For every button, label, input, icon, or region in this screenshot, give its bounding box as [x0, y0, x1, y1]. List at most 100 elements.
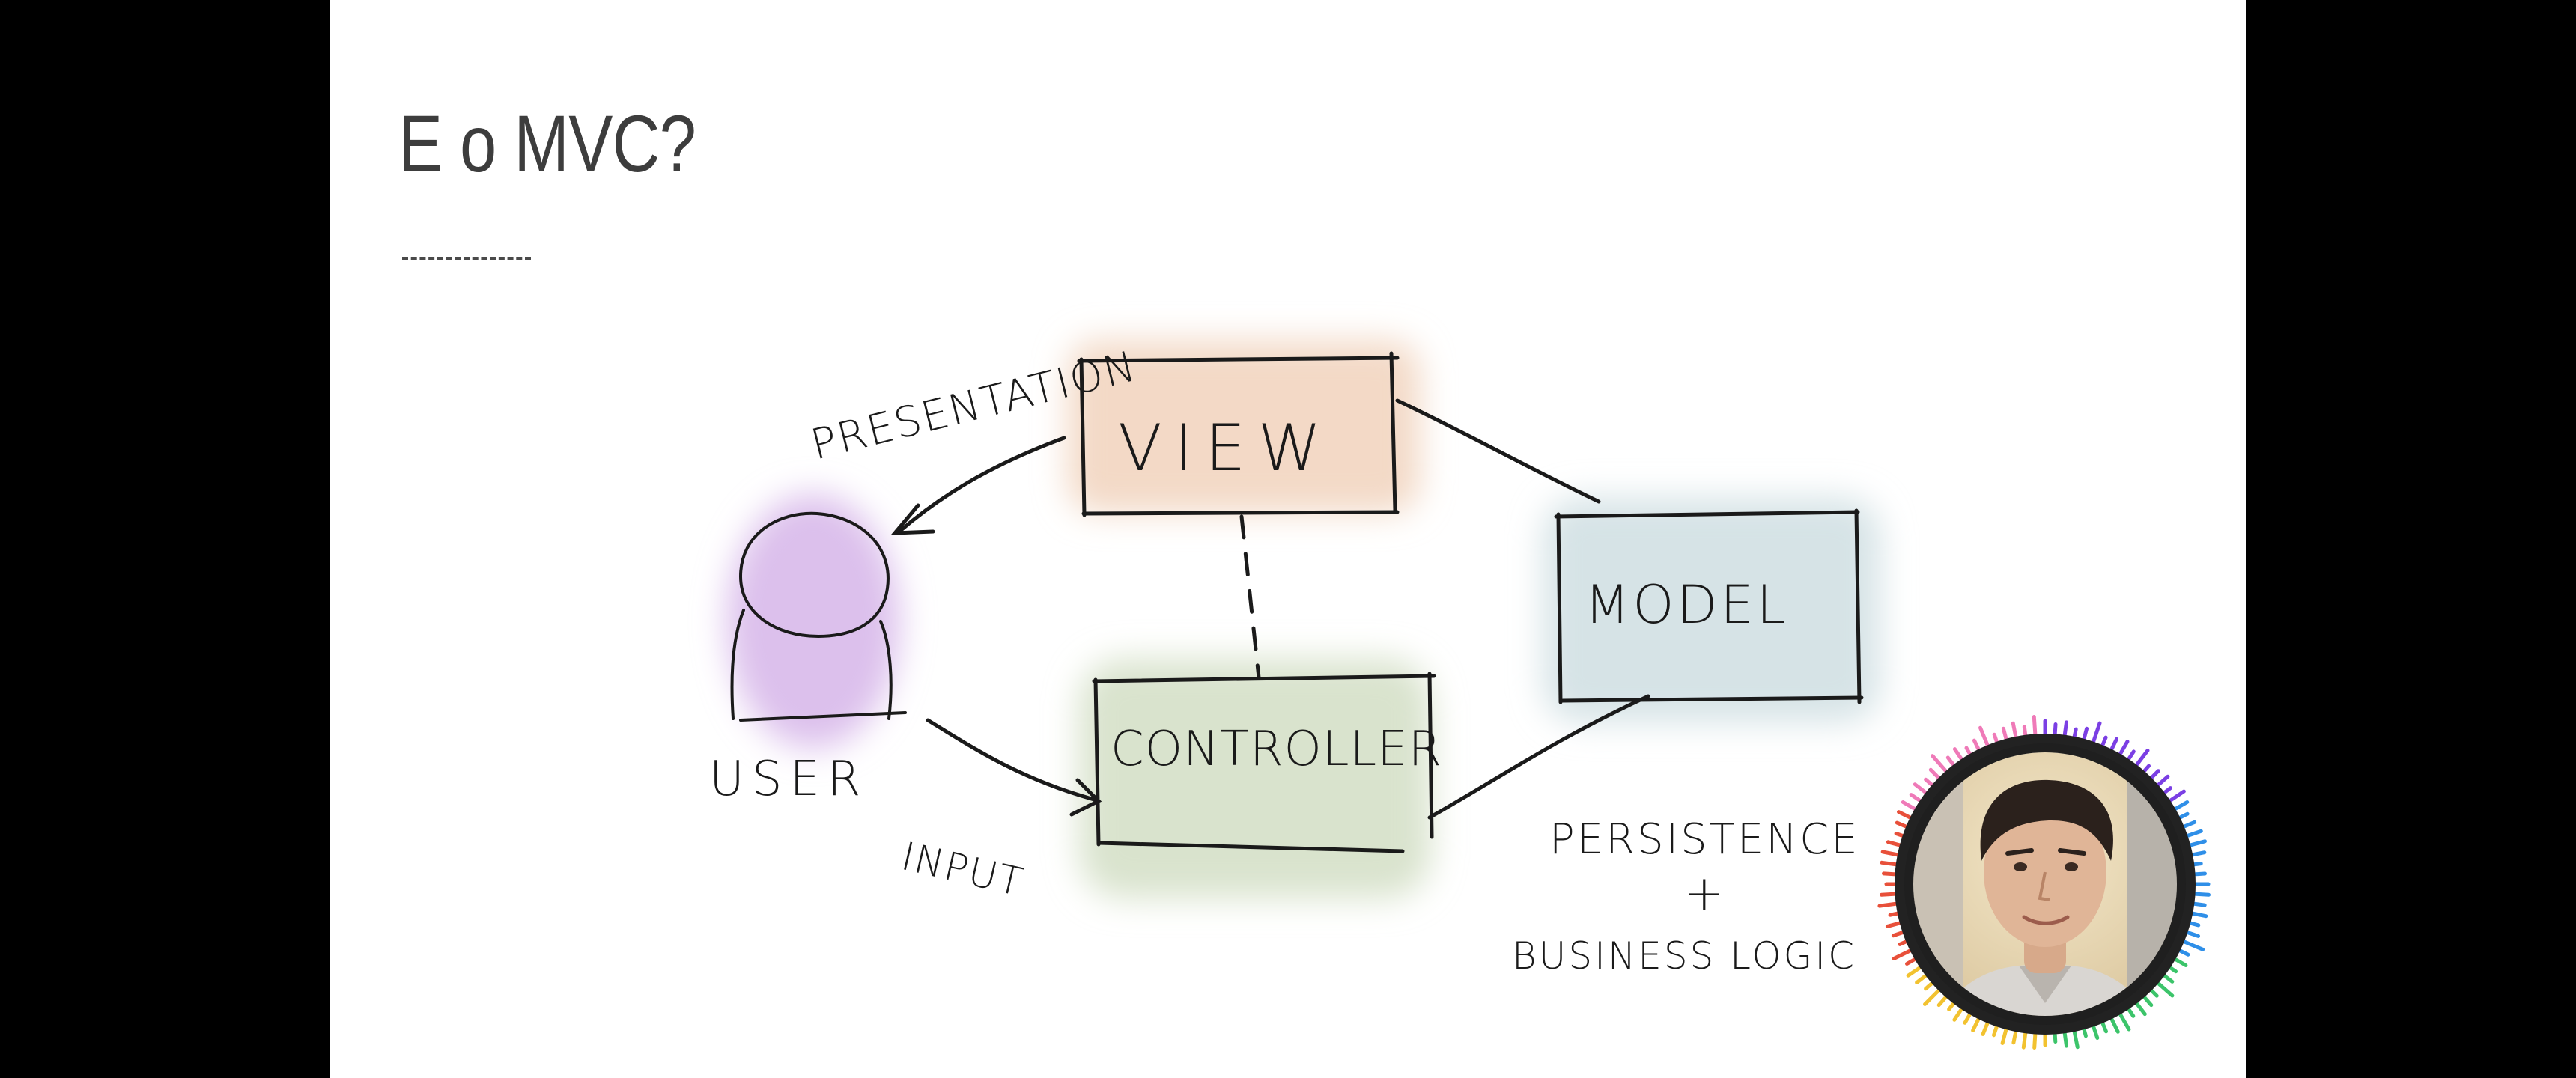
visualizer-tick	[2191, 862, 2203, 867]
visualizer-tick	[1992, 732, 1999, 745]
user-wash	[727, 494, 899, 749]
visualizer-tick	[2177, 948, 2190, 957]
controller-label: CONTROLLER	[1111, 722, 1442, 777]
visualizer-tick	[2082, 726, 2089, 742]
visualizer-tick	[1947, 1001, 1956, 1011]
visualizer-tick	[2072, 1029, 2080, 1050]
visualizer-tick	[1895, 820, 1909, 829]
visualizer-tick	[2155, 774, 2170, 788]
slide: E o MVC?	[330, 0, 2246, 1078]
visualizer-tick	[1924, 777, 1935, 788]
visualizer-tick	[1906, 965, 1923, 978]
visualizer-tick	[1971, 1016, 1981, 1032]
visualizer-tick	[1931, 754, 1948, 774]
visualizer-tick	[1880, 850, 1901, 857]
visualizer-tick	[1923, 987, 1942, 1006]
visualizer-tick	[2062, 1030, 2068, 1048]
visualizer-tick	[1892, 948, 1913, 960]
model-node	[1554, 508, 1864, 704]
visualizer-tick	[2100, 1020, 2108, 1034]
visualizer-tick	[2000, 1026, 2008, 1045]
plus-label: +	[1684, 866, 1725, 922]
model-wash	[1543, 498, 1880, 722]
presentation-arrow	[897, 436, 1066, 534]
input-arrow	[926, 718, 1096, 802]
slide-title: E o MVC?	[398, 98, 696, 189]
visualizer-tick	[2191, 901, 2207, 907]
visualizer-tick	[1891, 930, 1906, 938]
visualizer-tick	[1880, 860, 1899, 867]
visualizer-tick	[2091, 721, 2102, 745]
visualizer-tick	[2100, 735, 2108, 748]
visualizer-tick	[2011, 1029, 2018, 1045]
visualizer-tick	[1945, 755, 1956, 767]
visualizer-tick	[2072, 727, 2078, 740]
persistence-label: PERSISTENCE	[1549, 815, 1860, 864]
audio-visualizer-ring	[1877, 715, 2211, 1050]
title-divider	[402, 257, 531, 260]
visualizer-tick	[2190, 911, 2208, 919]
visualizer-tick	[2011, 721, 2018, 740]
visualizer-tick	[1936, 994, 1948, 1008]
visualizer-tick	[1915, 973, 1928, 984]
view-node	[1077, 351, 1400, 517]
visualizer-tick	[1981, 1020, 1990, 1036]
visualizer-tick	[2177, 811, 2190, 820]
connectors	[890, 398, 1650, 820]
visualizer-tick	[2193, 892, 2211, 897]
visualizer-tick	[2126, 1006, 2136, 1018]
visualizer-tick	[2162, 786, 2172, 795]
input-arrowhead	[1069, 778, 1102, 817]
visualizer-tick	[1964, 746, 1972, 757]
mvc-diagram: VIEW MODEL CONTROLLER	[709, 341, 2211, 1050]
visualizer-tick	[2118, 740, 2130, 757]
visualizer-tick	[2155, 981, 2175, 998]
visualizer-tick	[2053, 1032, 2058, 1044]
visualizer-tick	[2142, 994, 2154, 1008]
visualizer-tick	[2134, 749, 2150, 767]
visualizer-tick	[1952, 1006, 1964, 1022]
visualizer-tick	[2181, 820, 2197, 829]
visualizer-tick	[1913, 782, 1928, 795]
visualizer-tick	[1963, 1011, 1972, 1025]
visualizer-tick	[2022, 725, 2028, 738]
visualizer-tick	[1901, 800, 1918, 811]
visualizer-tick	[1928, 767, 1942, 781]
visualizer-tick	[2172, 957, 2188, 967]
visualizer-tick	[2187, 839, 2207, 847]
visualizer-tick	[2184, 829, 2203, 838]
input-label: INPUT	[897, 834, 1028, 906]
visualizer-tick	[2118, 1011, 2131, 1032]
visualizer-tick	[2001, 726, 2008, 742]
visualizer-tick	[1952, 747, 1964, 762]
visualizer-tick	[1894, 832, 1906, 838]
visualizer-tick	[1880, 892, 1898, 897]
visualizer-tick	[2062, 720, 2068, 738]
visualizer-tick	[2126, 749, 2136, 762]
user-node	[730, 511, 907, 722]
visualizer-tick	[2032, 715, 2038, 737]
presentation-arrowhead	[890, 503, 935, 535]
user-label: USER	[709, 752, 868, 807]
controller-model-link	[1427, 694, 1650, 820]
visualizer-tick	[2167, 789, 2186, 803]
visualizer-tick	[2172, 800, 2190, 811]
visualizer-tick	[2109, 737, 2118, 752]
controller-wash	[1079, 659, 1431, 898]
view-wash	[1068, 341, 1420, 513]
visualizer-tick	[2142, 764, 2151, 774]
visualizer-tick	[1924, 981, 1935, 991]
visualizer-tick	[1885, 921, 1903, 928]
visualizer-tick	[1909, 793, 1923, 803]
visualizer-tick	[1877, 901, 1899, 908]
visualizer-tick	[1978, 725, 1990, 748]
visualizer-tick	[2187, 921, 2201, 928]
visualizer-tick	[1972, 738, 1981, 752]
visualizer-tick	[1897, 810, 1913, 820]
visualizer-tick	[2181, 940, 2205, 951]
visualizer-tick	[2167, 965, 2178, 974]
visualizer-tick	[2148, 987, 2159, 998]
visualizer-tick	[2109, 1016, 2120, 1034]
visualizer-tick	[1898, 940, 1909, 946]
